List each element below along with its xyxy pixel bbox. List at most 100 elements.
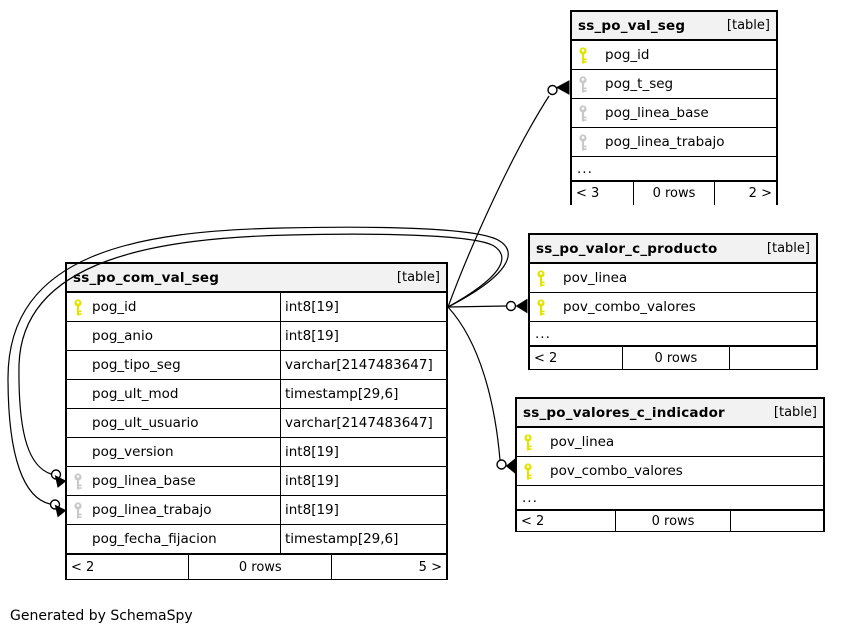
- table-ss-po-com-val-seg[interactable]: ss_po_com_val_seg [table] pog_id int8[19…: [65, 262, 448, 580]
- table-ss-po-val-seg[interactable]: ss_po_val_seg [table] pog_id pog_t_seg p…: [570, 10, 778, 205]
- column-name: pog_version: [92, 444, 174, 460]
- primary-key-icon: [73, 298, 84, 316]
- column-name: pog_fecha_fijacion: [92, 531, 217, 547]
- footer-parents-count: < 2: [521, 513, 545, 529]
- edge-circle-val-seg: [547, 84, 558, 96]
- table-header[interactable]: ss_po_valor_c_producto [table]: [530, 235, 816, 264]
- column-name: pog_tipo_seg: [92, 357, 181, 373]
- primary-key-icon: [536, 298, 547, 316]
- column-name: pog_linea_trabajo: [605, 134, 725, 150]
- edge-to-indicador: [447, 306, 501, 461]
- column-row: pog_id int8[19]: [67, 293, 446, 322]
- primary-key-icon: [523, 462, 534, 480]
- column-row: pog_linea_base: [572, 99, 776, 128]
- edge-circle-producto: [505, 300, 517, 312]
- edge-circle-linea-base: [50, 469, 62, 480]
- generated-by-note: Generated by SchemaSpy: [10, 608, 193, 624]
- column-type: int8[19]: [280, 322, 446, 350]
- footer-children-count: 5 >: [418, 559, 442, 575]
- edge-arrow-indicador: [505, 458, 515, 474]
- no-key-spacer: [73, 444, 84, 461]
- column-name: pog_linea_base: [605, 105, 709, 121]
- table-footer: < 2 0 rows 5 >: [67, 554, 446, 579]
- footer-children-count: 2 >: [748, 186, 772, 201]
- column-row: pov_linea: [530, 264, 816, 293]
- column-row: pog_anio int8[19]: [67, 322, 446, 351]
- footer-row-count: 0 rows: [621, 347, 731, 369]
- column-name: pov_linea: [550, 434, 615, 450]
- no-key-spacer: [73, 357, 84, 374]
- column-row: pog_id: [572, 41, 776, 70]
- column-row: pov_combo_valores: [517, 457, 823, 486]
- column-name: pog_ult_usuario: [92, 415, 199, 431]
- foreign-key-icon: [578, 75, 589, 93]
- column-row: pov_linea: [517, 428, 823, 457]
- column-name: pov_linea: [563, 270, 628, 286]
- table-footer: < 3 0 rows 2 >: [572, 181, 776, 205]
- table-header[interactable]: ss_po_com_val_seg [table]: [67, 264, 446, 293]
- column-name: pov_combo_valores: [563, 299, 696, 315]
- column-name: pog_linea_base: [92, 473, 196, 489]
- table-header[interactable]: ss_po_val_seg [table]: [572, 12, 776, 41]
- footer-parents-count: < 2: [71, 559, 95, 575]
- edge-arrow-linea-base: [54, 475, 67, 488]
- edge-arrow-val-seg: [555, 80, 570, 95]
- footer-children-count: [731, 511, 823, 531]
- primary-key-icon: [523, 433, 534, 451]
- table-header[interactable]: ss_po_valores_c_indicador [table]: [517, 399, 823, 428]
- column-name: pog_linea_trabajo: [92, 502, 212, 518]
- edge-to-producto: [447, 305, 507, 308]
- column-name: pog_id: [605, 47, 650, 63]
- primary-key-icon: [578, 46, 589, 64]
- column-row: pog_linea_trabajo: [572, 128, 776, 157]
- column-type: int8[19]: [280, 496, 446, 524]
- footer-row-count: 0 rows: [633, 182, 715, 205]
- no-key-spacer: [73, 386, 84, 403]
- column-type: int8[19]: [280, 438, 446, 466]
- table-name: ss_po_val_seg: [578, 17, 686, 34]
- column-type: timestamp[29,6]: [280, 525, 446, 553]
- column-name: pog_t_seg: [605, 76, 674, 92]
- column-row: pog_tipo_seg varchar[2147483647]: [67, 351, 446, 380]
- table-tag: [table]: [396, 270, 440, 285]
- no-key-spacer: [73, 328, 84, 345]
- table-tag: [table]: [773, 405, 817, 420]
- table-ss-po-valores-c-indicador[interactable]: ss_po_valores_c_indicador [table] pov_li…: [515, 397, 825, 532]
- table-footer: < 2 0 rows: [530, 346, 816, 369]
- column-name: pog_id: [92, 299, 137, 315]
- footer-row-count: 0 rows: [188, 555, 333, 579]
- column-row: pog_t_seg: [572, 70, 776, 99]
- foreign-key-icon: [578, 104, 589, 122]
- table-tag: [table]: [726, 18, 770, 33]
- table-tag: [table]: [766, 241, 810, 256]
- footer-parents-count: < 3: [576, 186, 600, 201]
- no-key-spacer: [73, 531, 84, 548]
- primary-key-icon: [536, 269, 547, 287]
- footer-children-count: [730, 347, 816, 369]
- column-name: pov_combo_valores: [550, 463, 683, 479]
- column-type: varchar[2147483647]: [280, 409, 446, 437]
- ellipsis-row: ...: [517, 486, 823, 510]
- column-type: timestamp[29,6]: [280, 380, 446, 408]
- column-row: pog_fecha_fijacion timestamp[29,6]: [67, 525, 446, 554]
- ellipsis-row: ...: [572, 157, 776, 181]
- column-name: pog_ult_mod: [92, 386, 179, 402]
- foreign-key-icon: [73, 501, 84, 519]
- ellipsis-row: ...: [530, 322, 816, 346]
- column-type: int8[19]: [280, 293, 446, 321]
- column-name: pog_anio: [92, 328, 153, 344]
- edge-arrow-producto: [515, 298, 528, 314]
- column-row: pov_combo_valores: [530, 293, 816, 322]
- table-name: ss_po_com_val_seg: [73, 269, 220, 286]
- column-row: pog_linea_base int8[19]: [67, 467, 446, 496]
- edge-circle-linea-trabajo: [49, 499, 61, 510]
- table-ss-po-valor-c-producto[interactable]: ss_po_valor_c_producto [table] pov_linea…: [528, 233, 818, 370]
- no-key-spacer: [73, 415, 84, 432]
- table-name: ss_po_valor_c_producto: [536, 240, 718, 257]
- edge-arrow-linea-trabajo: [54, 504, 67, 518]
- footer-row-count: 0 rows: [614, 511, 732, 531]
- column-type: int8[19]: [280, 467, 446, 495]
- foreign-key-icon: [73, 472, 84, 490]
- column-row: pog_ult_mod timestamp[29,6]: [67, 380, 446, 409]
